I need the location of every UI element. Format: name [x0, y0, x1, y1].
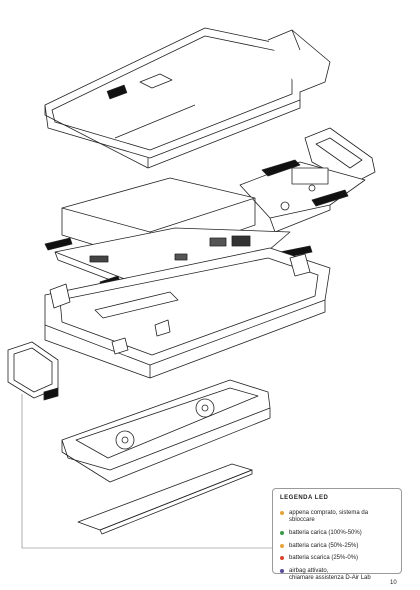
legend-item: batteria carica (100%-50%): [280, 530, 394, 537]
led-dot-icon: [280, 569, 284, 574]
legend-item: airbag attivato, chiamare assistenza D-A…: [280, 568, 394, 582]
connector-pcb: [239, 159, 366, 233]
legend-item: appena comprato, sistema da sbloccare: [280, 510, 394, 524]
legend-title: LEGENDA LED: [280, 495, 329, 501]
bottom-housing: [44, 247, 331, 379]
legend-item-label: batteria carica (50%-25%): [289, 542, 359, 549]
led-dot-icon: [280, 543, 284, 548]
base-tray: [61, 379, 271, 483]
legend-item: batteria carica (50%-25%): [280, 543, 394, 550]
main-pcb: [44, 227, 313, 298]
led-dot-icon: [280, 556, 284, 561]
led-legend: LEGENDA LED appena comprato, sistema da …: [272, 488, 402, 581]
legend-item-label: airbag attivato, chiamare assistenza D-A…: [289, 568, 371, 582]
led-dot-icon: [280, 510, 284, 515]
legend-item-label: batteria scarica (25%-0%): [289, 555, 359, 562]
button-cap: [7, 341, 59, 401]
page-number: 10: [390, 580, 397, 586]
legend-item-label: appena comprato, sistema da sbloccare: [289, 509, 369, 523]
legend-item: batteria scarica (25%-0%): [280, 555, 394, 562]
adhesive-strip: [77, 463, 253, 535]
legend-item-label: batteria carica (100%-50%): [289, 529, 362, 536]
led-dot-icon: [280, 530, 284, 535]
leader-line: [21, 394, 274, 549]
strap-loop: [304, 127, 376, 185]
top-cover: [44, 27, 331, 169]
